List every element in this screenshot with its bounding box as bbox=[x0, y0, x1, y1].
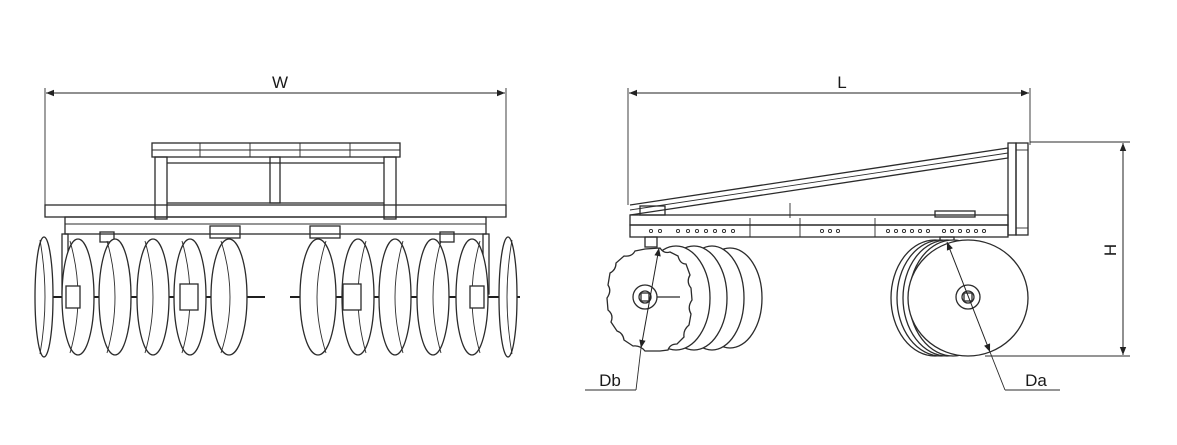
disc-diameter-b-dimension: Db bbox=[585, 247, 661, 391]
rail-holes bbox=[648, 228, 987, 234]
height-dimension: H bbox=[985, 141, 1130, 357]
front-view: W bbox=[34, 73, 520, 358]
notched-disc-gang bbox=[606, 245, 763, 352]
width-label: W bbox=[272, 73, 288, 92]
flat-disc-gang bbox=[890, 239, 1029, 357]
side-frame-rail bbox=[629, 203, 1009, 238]
disc-diameter-a-label: Da bbox=[1025, 371, 1047, 390]
front-disc bbox=[210, 238, 248, 356]
front-disc bbox=[136, 238, 170, 356]
front-disc bbox=[378, 238, 412, 356]
front-disc-gang bbox=[34, 236, 518, 358]
front-disc bbox=[98, 238, 132, 356]
front-disc bbox=[416, 238, 450, 356]
side-sloped-beam bbox=[629, 142, 1029, 236]
front-disc bbox=[34, 236, 54, 358]
width-dimension: W bbox=[44, 73, 507, 210]
front-bearing-hubs bbox=[65, 283, 485, 311]
disc-diameter-a-dimension: Da bbox=[946, 241, 1060, 391]
side-view: L H bbox=[585, 73, 1130, 391]
height-label: H bbox=[1101, 244, 1120, 256]
length-dimension: L bbox=[627, 73, 1031, 205]
front-disc bbox=[498, 236, 518, 358]
front-top-frame bbox=[151, 142, 401, 220]
disc-diameter-b-label: Db bbox=[599, 371, 621, 390]
front-disc bbox=[299, 238, 337, 356]
length-label: L bbox=[837, 73, 846, 92]
